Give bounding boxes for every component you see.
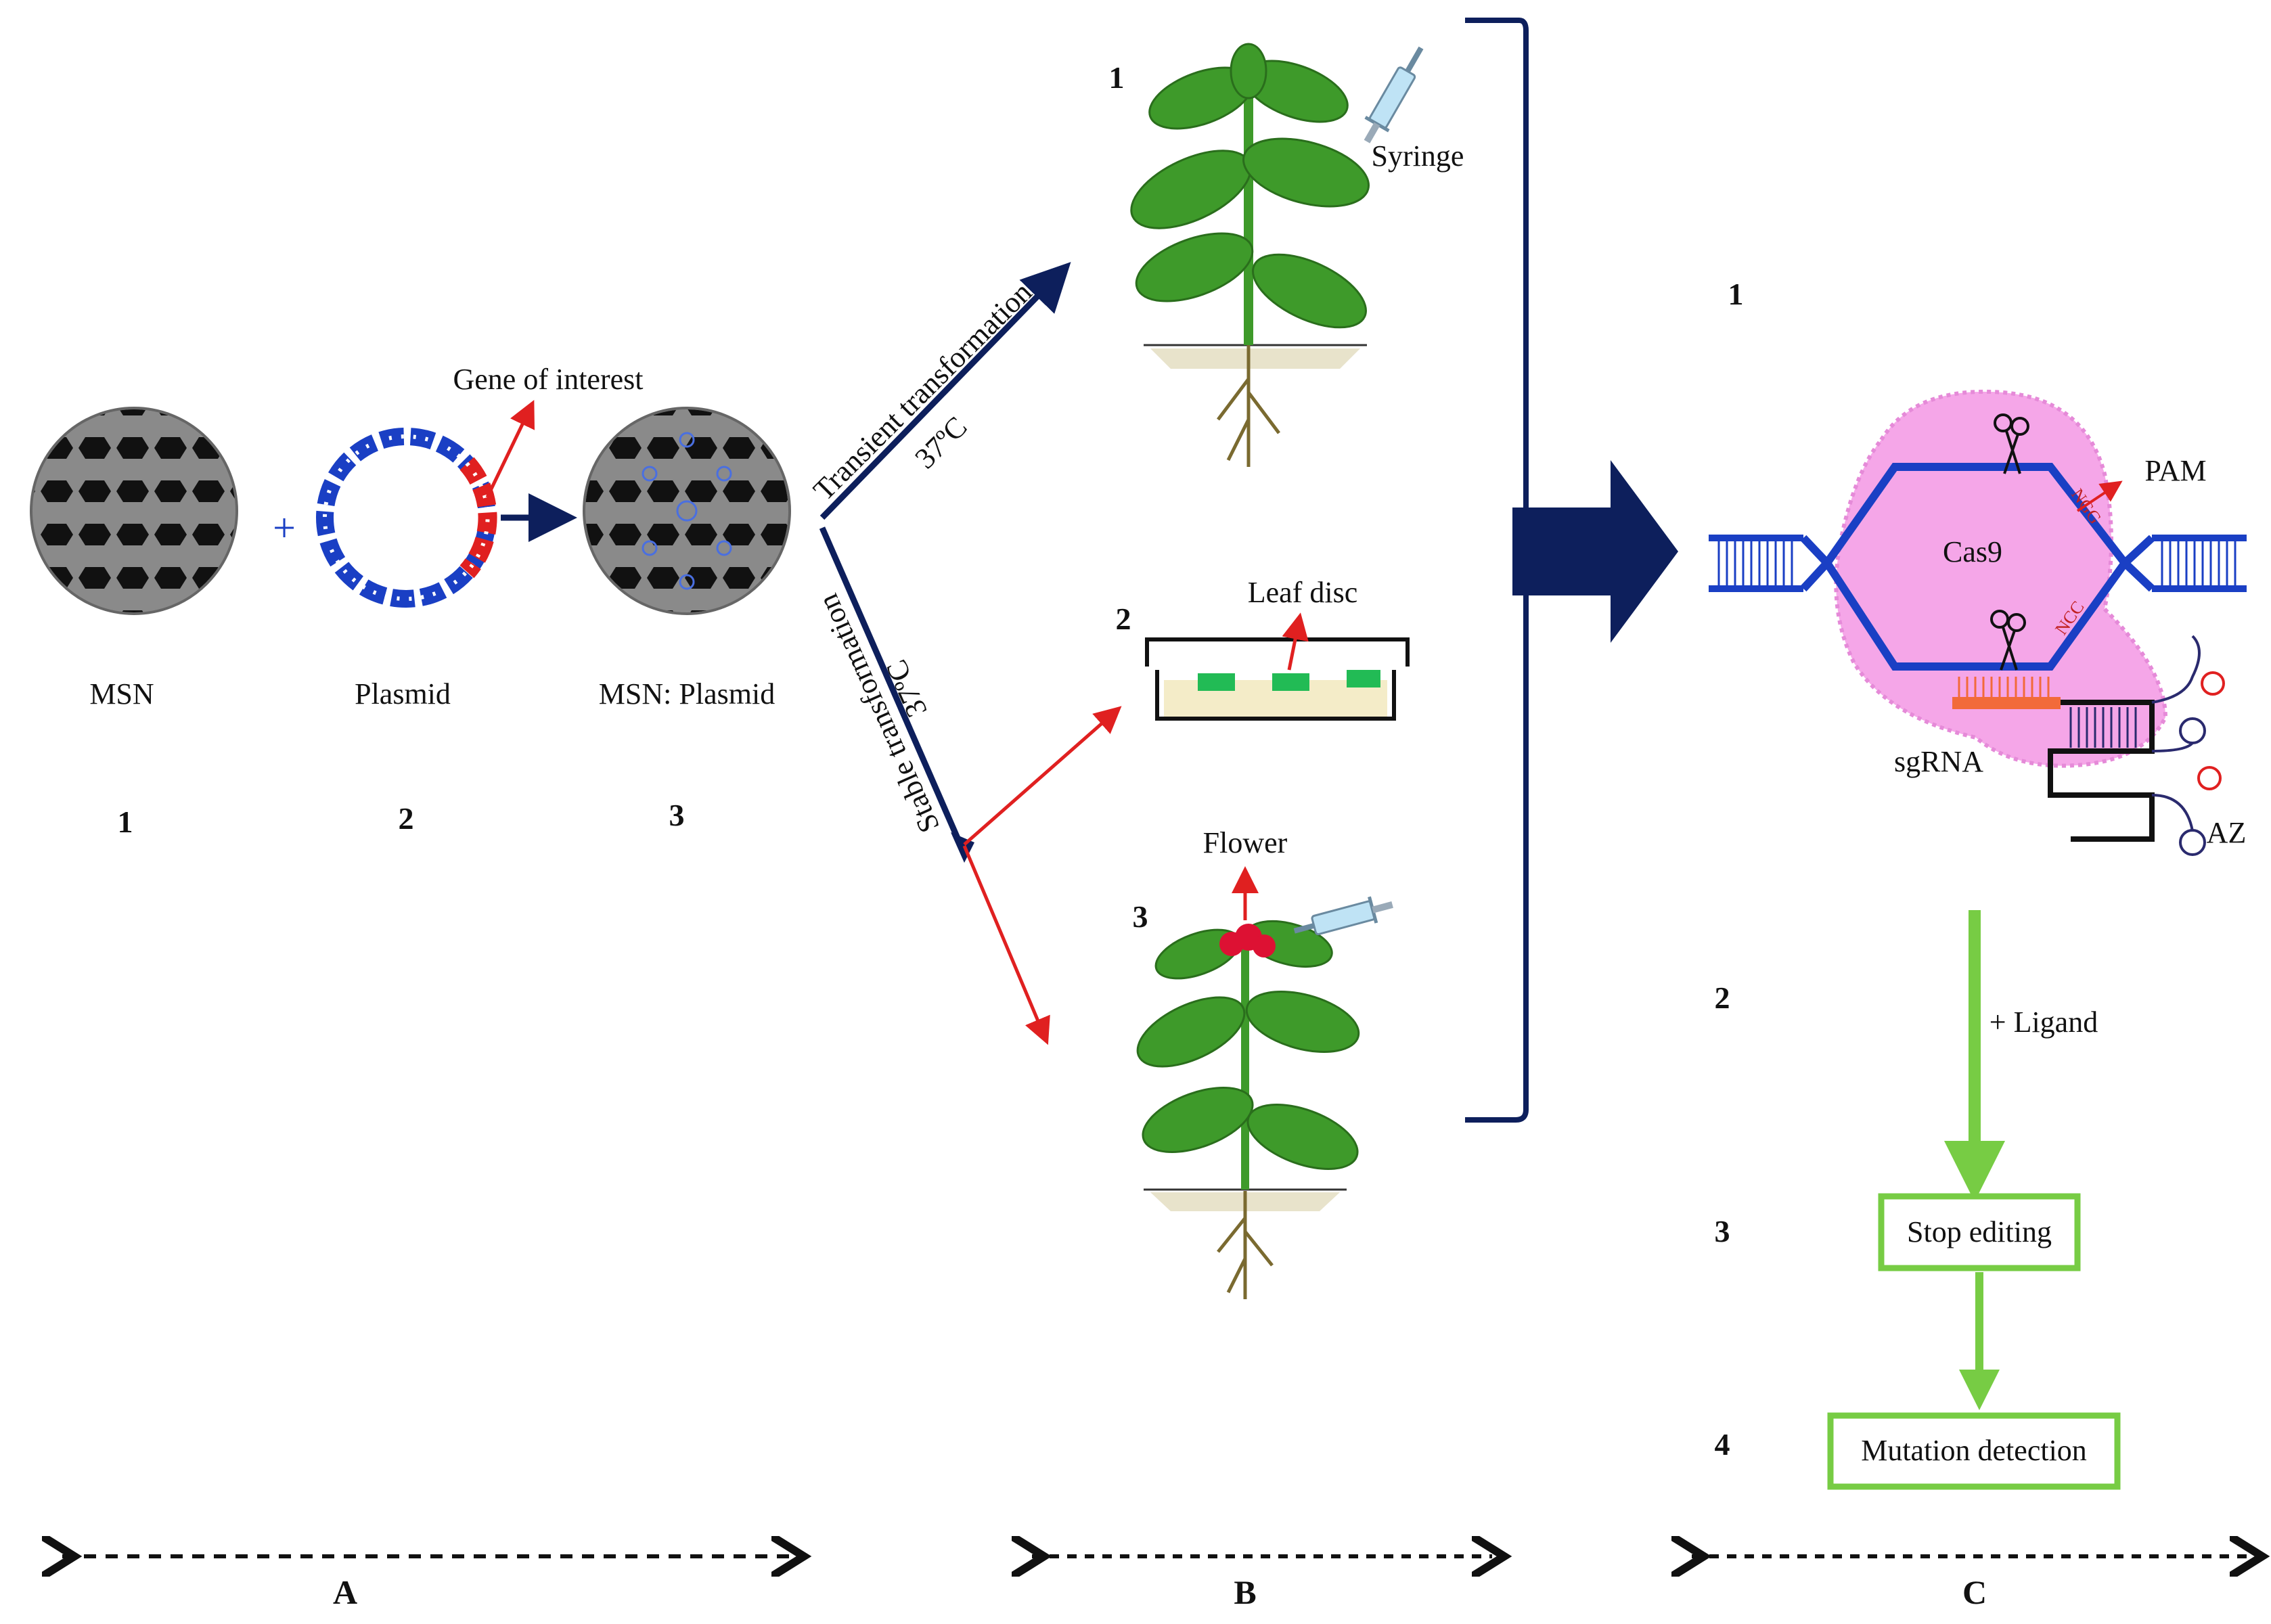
syringe-icon [1364,46,1424,143]
ligand-label: + Ligand [1989,1006,2098,1039]
plasmid-number: 2 [399,801,414,836]
plant-3-number: 3 [1133,899,1148,934]
plasmid-icon [316,428,497,608]
scissors-top-icon [1994,413,2029,474]
syringe-label: Syringe [1372,139,1464,173]
cas9-protein-shape [1834,389,2168,768]
mutation-detection-label: Mutation detection [1861,1434,2087,1467]
big-process-arrow [1512,460,1678,643]
step-2-number: 2 [1715,980,1730,1015]
leaf-disc-dish-icon [1145,637,1410,721]
scissors-bottom-icon [1990,610,2026,671]
step-1-number: 1 [1728,277,1744,311]
msn-plasmid-number: 3 [669,798,685,832]
pam-pointer [2076,480,2123,512]
panel-a: MSN 1 + Gene of interest Plasmid 2 [30,363,805,1611]
pam-label: PAM [2144,454,2206,487]
dna-left-end [1709,535,1803,592]
leaf-disc-label: Leaf disc [1248,576,1357,609]
transient-label: Transient transformation [807,275,1038,507]
syringe-2-icon [1293,896,1393,936]
stop-editing-label: Stop editing [1907,1215,2052,1248]
stable-label: Stable transformation [811,589,946,838]
flower-arrow [962,845,1050,1045]
unwound-dna [1800,463,2155,671]
msn-sphere-icon [30,407,238,615]
panel-a-letter: A [333,1573,357,1611]
sgrna-structure [1952,635,2225,856]
leaf-disc-arrow [963,706,1122,846]
flower-label: Flower [1203,826,1288,859]
az-label: AZ [2207,816,2247,849]
mutation-detection-box [1827,1412,2121,1490]
msn-label: MSN [89,677,154,710]
gene-pointer-arrow [485,399,535,499]
msn-plasmid-label: MSN: Plasmid [599,677,775,710]
stop-editing-box [1878,1193,2081,1271]
cas9-label: Cas9 [1943,535,2002,568]
plasmid-label: Plasmid [355,677,451,710]
panel-b: Transient transformation 37ºC Stable tra… [807,18,1529,1611]
msn-number: 1 [118,805,133,839]
transient-arrow [819,262,1071,520]
panel-c: 1 NGG NCC [1692,277,2250,1611]
stable-arrow [819,526,964,847]
gene-of-interest-label: Gene of interest [453,363,644,396]
sgrna-label: sgRNA [1894,745,1983,778]
leaf-disc-number: 2 [1116,602,1131,636]
panel-c-letter: C [1962,1573,1987,1611]
msn-plasmid-sphere-icon [583,407,791,615]
plant-1-number: 1 [1109,60,1125,95]
step-4-number: 4 [1715,1427,1730,1462]
plus-sign: + [273,505,296,550]
plant-icon [1130,43,1370,467]
step-3-number: 3 [1715,1214,1730,1248]
leaf-disc-pointer [1282,612,1309,671]
flowering-plant-icon [1136,920,1360,1299]
dna-right-end [2152,535,2247,592]
panel-b-letter: B [1234,1573,1256,1611]
